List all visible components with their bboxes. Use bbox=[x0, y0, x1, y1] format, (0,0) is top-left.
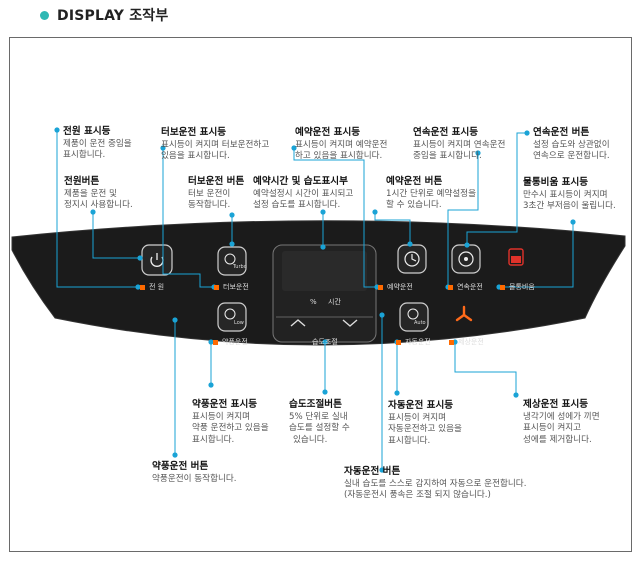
section-header: DISPLAY 조작부 bbox=[40, 4, 168, 26]
turbo-button[interactable] bbox=[217, 246, 247, 276]
percent-label: % bbox=[310, 298, 317, 306]
time-label: 시간 bbox=[328, 298, 341, 306]
diagram-frame bbox=[9, 37, 632, 552]
continuous-indicator-label: 연속운전 bbox=[448, 283, 483, 292]
auto-fan-icon bbox=[407, 308, 419, 320]
power-indicator-label: 전 원 bbox=[140, 283, 164, 292]
water-indicator-label: 물통비움 bbox=[500, 283, 535, 292]
weak-button[interactable] bbox=[217, 302, 247, 332]
auto-icon-text: Auto bbox=[414, 320, 426, 326]
section-title: DISPLAY 조작부 bbox=[57, 8, 169, 24]
weak-indicator-label: 약풍운전 bbox=[213, 338, 248, 347]
defrost-indicator-label: 제상운전 bbox=[449, 338, 484, 347]
power-button[interactable] bbox=[141, 244, 173, 276]
humidity-up-arrow-icon bbox=[290, 319, 306, 327]
turbo-indicator-label: 터보운전 bbox=[214, 283, 249, 292]
defrost-icon bbox=[455, 305, 473, 322]
callout-weak-button: 약풍운전 버튼 약풍운전이 동작합니다. bbox=[152, 461, 237, 484]
humidity-down-arrow-icon bbox=[342, 319, 358, 327]
auto-indicator-label: 자동운전 bbox=[396, 338, 431, 347]
leader-dots bbox=[54, 127, 576, 473]
display-screen bbox=[282, 251, 367, 291]
callout-auto-button: 자동운전 버튼 실내 습도를 스스로 감지하여 자동으로 운전합니다.(자동운전… bbox=[344, 466, 527, 500]
auto-button[interactable] bbox=[399, 302, 429, 332]
continuous-fan-icon bbox=[458, 251, 474, 267]
turbo-icon-text: Turbo bbox=[233, 264, 247, 270]
bullet-dot bbox=[40, 10, 49, 20]
leader-lines bbox=[56, 130, 574, 470]
weak-fan-icon bbox=[224, 308, 236, 320]
continuous-button[interactable] bbox=[451, 244, 481, 274]
reserve-button[interactable] bbox=[397, 244, 427, 274]
low-icon-text: Low bbox=[234, 320, 244, 326]
reserve-indicator-label: 예약운전 bbox=[378, 283, 413, 292]
humidity-control-label: 습도조절 bbox=[312, 338, 338, 346]
water-tank-icon bbox=[508, 248, 524, 266]
clock-icon bbox=[404, 251, 420, 267]
turbo-fan-icon bbox=[224, 253, 236, 265]
